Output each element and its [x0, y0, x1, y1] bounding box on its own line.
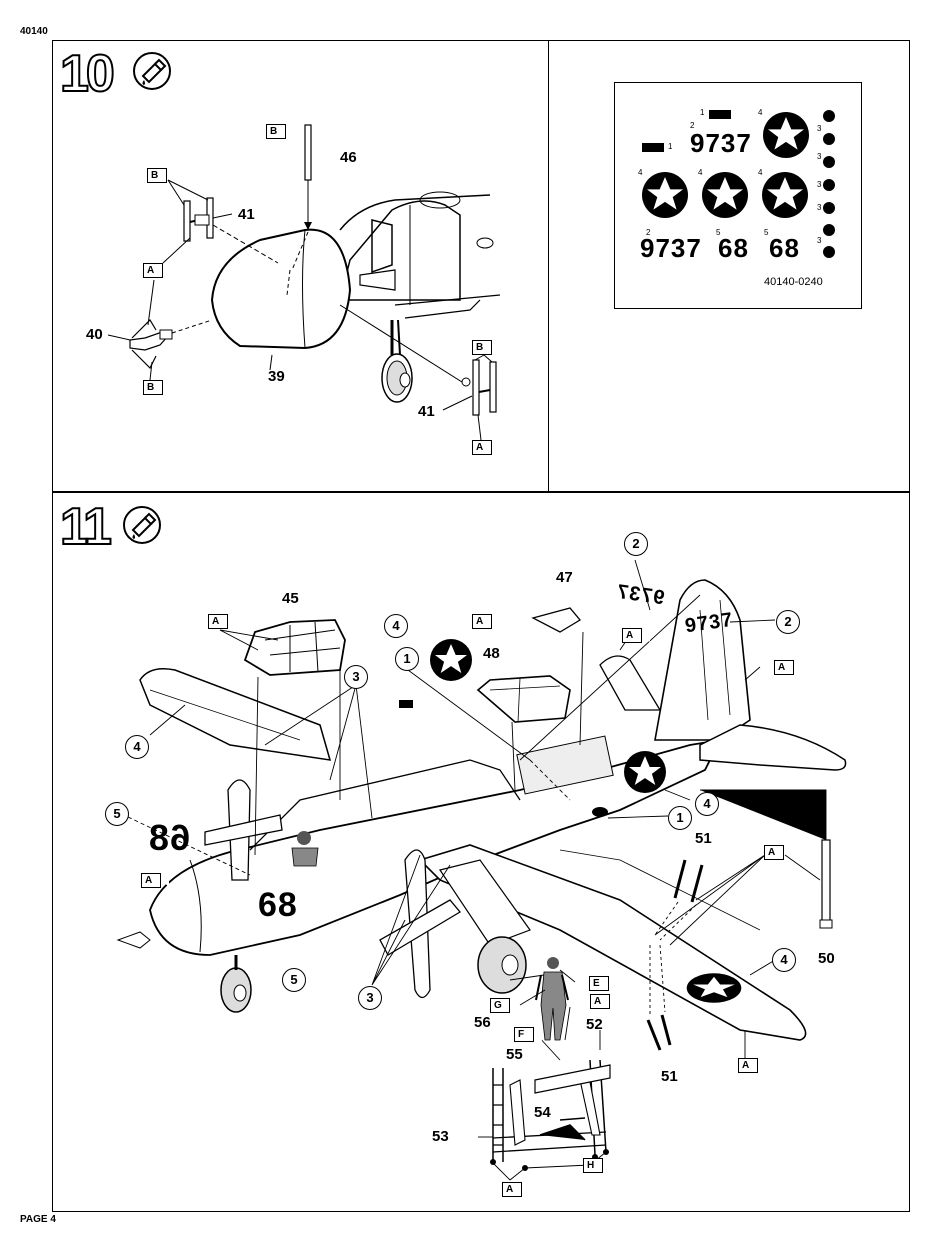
sprue-flag: A: [738, 1058, 758, 1073]
part-label: 50: [818, 950, 835, 967]
sprue-flag: A: [622, 628, 642, 643]
decal-callout: 3: [344, 665, 368, 689]
part-label: 52: [586, 1016, 603, 1033]
part-label: 47: [556, 569, 573, 586]
decal-callout: 4: [772, 948, 796, 972]
part-label: 48: [483, 645, 500, 662]
part-label: 53: [432, 1128, 449, 1145]
part-label: 56: [474, 1014, 491, 1031]
part-label: 51: [661, 1068, 678, 1085]
sprue-flag: A: [141, 873, 161, 888]
part-label: 51: [695, 830, 712, 847]
part-label: 45: [282, 590, 299, 607]
sprue-flag: F: [514, 1027, 534, 1042]
nose-number: 68: [258, 886, 298, 925]
sprue-flag: A: [472, 614, 492, 629]
sprue-flag: G: [490, 998, 510, 1013]
part-label: 54: [534, 1104, 551, 1121]
sprue-flag: A: [590, 994, 610, 1009]
decal-callout: 4: [384, 614, 408, 638]
sprue-flag: A: [502, 1182, 522, 1197]
sprue-flag: A: [208, 614, 228, 629]
decal-callout: 5: [282, 968, 306, 992]
decal-callout: 3: [358, 986, 382, 1010]
sprue-flag: H: [583, 1158, 603, 1173]
decal-callout: 2: [776, 610, 800, 634]
part-label: 55: [506, 1046, 523, 1063]
decal-callout: 1: [395, 647, 419, 671]
sprue-flag: A: [764, 845, 784, 860]
decal-callout: 5: [105, 802, 129, 826]
decal-callout: 2: [624, 532, 648, 556]
sprue-flag: E: [589, 976, 609, 991]
mirrored-nose-number: 68: [148, 817, 190, 859]
decal-callout: 4: [695, 792, 719, 816]
sprue-flag: A: [774, 660, 794, 675]
decal-callout: 1: [668, 806, 692, 830]
decal-callout: 4: [125, 735, 149, 759]
